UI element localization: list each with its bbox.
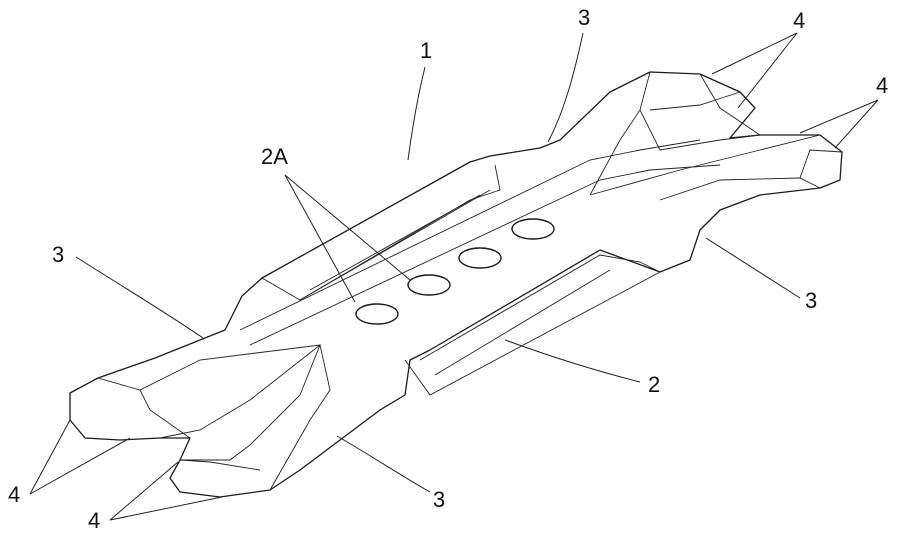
leader-2A-a [284, 174, 356, 303]
leader-4-right-a [799, 99, 879, 134]
leader-3-bottom [336, 435, 431, 493]
leader-4-bottom-b [109, 496, 223, 521]
leader-2A-b [284, 174, 411, 281]
mounting-hole [458, 247, 502, 269]
label-2: 2 [648, 372, 660, 397]
leader-3-top [547, 32, 584, 143]
label-1: 1 [420, 38, 432, 63]
label-4-top: 4 [793, 8, 805, 33]
leader-lines [29, 32, 879, 521]
leader-4-bottom-a [109, 461, 179, 521]
mounting-hole [511, 218, 555, 240]
leader-4-left-a [29, 419, 71, 495]
leader-3-right [705, 237, 801, 299]
leader-4-top-b [737, 32, 798, 109]
leader-3-left [75, 256, 204, 339]
mounting-hole [355, 303, 399, 325]
label-4-bottom: 4 [88, 508, 100, 533]
blade-body [69, 71, 843, 498]
label-3-top: 3 [578, 5, 590, 30]
label-2A: 2A [261, 144, 288, 169]
leader-4-right-b [834, 99, 879, 149]
mounting-holes [355, 218, 555, 325]
label-3-bottom: 3 [433, 487, 445, 512]
label-3-right: 3 [805, 288, 817, 313]
mounting-hole [407, 274, 451, 296]
reference-labels: 1 2A 2 3 3 3 3 4 4 4 4 [8, 5, 888, 533]
leader-1 [407, 66, 426, 161]
label-4-left: 4 [8, 482, 20, 507]
leader-2 [504, 339, 641, 383]
leader-4-left-b [29, 437, 131, 495]
leader-4-top-a [711, 32, 798, 75]
label-4-right: 4 [876, 73, 888, 98]
label-3-left: 3 [52, 242, 64, 267]
